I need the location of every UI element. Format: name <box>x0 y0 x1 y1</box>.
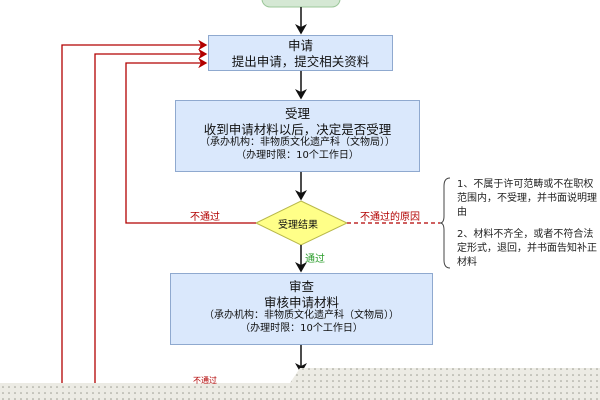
torn-edge-overlay <box>0 368 600 400</box>
pass-label: 通过 <box>305 254 325 265</box>
start-node <box>261 0 341 8</box>
fail-loop-2 <box>94 48 208 400</box>
step-apply-box: 申请 提出申请，提交相关资料 <box>208 35 393 71</box>
step-accept-limit: （办理时限：10个工作日） <box>236 149 359 161</box>
step-accept-desc: 收到申请材料以后，决定是否受理 <box>203 121 392 137</box>
step-apply-desc: 提出申请，提交相关资料 <box>231 53 370 69</box>
fail-label: 不通过 <box>190 212 220 223</box>
reason-label: 不通过的原因 <box>360 212 420 223</box>
decision-label: 受理结果 <box>278 220 318 231</box>
step-review-box: 审查 审核申请材料 （承办机构：非物质文化遗产科（文物局）） （办理时限：10个… <box>170 273 433 345</box>
step-review-desc: 审核申请材料 <box>263 294 339 310</box>
step-review-title: 审查 <box>288 279 314 294</box>
fail-loop-3 <box>61 39 208 400</box>
step-review-limit: （办理时限：10个工作日） <box>240 322 363 334</box>
step-accept-box: 受理 收到申请材料以后，决定是否受理 （承办机构：非物质文化遗产科（文物局）） … <box>175 100 420 172</box>
fail-loop-accept <box>125 57 256 224</box>
reason-2: 2、材料不齐全，或者不符合法定形式，退回，并书面告知补正材料 <box>457 229 597 268</box>
step-accept-agency: （承办机构：非物质文化遗产科（文物局）） <box>200 137 395 149</box>
bottom-fail-label: 不通过 <box>193 376 217 385</box>
reason-1: 1、不属于许可范畴或不在职权范围内，不受理，并书面说明理由 <box>457 179 597 218</box>
reason-brace <box>439 177 451 269</box>
step-review-agency: （承办机构：非物质文化遗产科（文物局）） <box>204 310 399 322</box>
step-apply-title: 申请 <box>287 38 313 53</box>
step-accept-title: 受理 <box>284 106 310 121</box>
